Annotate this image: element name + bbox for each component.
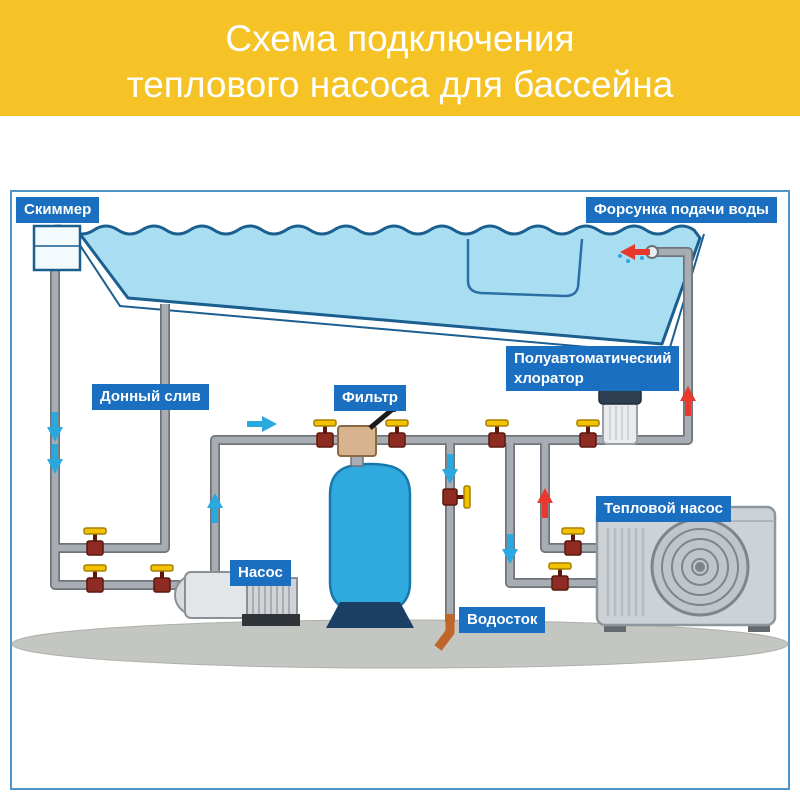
flow-arrow-cold bbox=[47, 444, 63, 474]
skimmer-box bbox=[32, 224, 82, 272]
valve-icon bbox=[442, 485, 471, 509]
pool bbox=[44, 224, 705, 356]
valve-icon bbox=[313, 419, 337, 448]
label-filter: Фильтр bbox=[334, 385, 406, 411]
filter-stand bbox=[326, 602, 414, 628]
valve-icon bbox=[83, 564, 107, 593]
title-line-1: Схема подключения bbox=[225, 18, 575, 59]
filter-tank bbox=[326, 462, 414, 628]
heat-pump-unit bbox=[595, 505, 777, 632]
chlorinator-unit bbox=[598, 382, 642, 445]
valve-icon bbox=[485, 419, 509, 448]
flow-arrow-cold bbox=[502, 534, 518, 564]
label-chlorinator-line1: Полуавтоматический bbox=[514, 350, 672, 367]
title-line-2: теплового насоса для бассейна bbox=[126, 64, 674, 105]
waste-outlet bbox=[434, 614, 455, 651]
label-chlorinator-line2: хлоратор bbox=[514, 369, 584, 387]
fan-grille bbox=[650, 517, 750, 617]
diagram-frame bbox=[10, 190, 790, 790]
label-skimmer: Скиммер bbox=[16, 197, 100, 223]
flow-arrow-hot bbox=[537, 488, 553, 518]
flow-arrow-cold bbox=[442, 454, 458, 484]
pipe-network bbox=[50, 245, 693, 651]
valve-icon bbox=[576, 419, 600, 448]
valve-icon bbox=[548, 562, 572, 591]
flow-arrow-cold bbox=[247, 416, 277, 432]
pipes-fill bbox=[51, 248, 692, 622]
flow-arrow-cold bbox=[47, 412, 63, 442]
pool-steps bbox=[466, 238, 584, 298]
pool-water bbox=[44, 224, 702, 346]
label-chlorinator: Полуавтоматический хлоратор bbox=[506, 346, 680, 391]
flow-arrow-cold bbox=[207, 493, 223, 523]
label-drain: Водосток bbox=[459, 607, 546, 633]
title-banner: Схема подключения теплового насоса для б… bbox=[0, 0, 800, 116]
label-bottom-drain: Донный слив bbox=[92, 384, 209, 410]
label-water-supply-nozzle: Форсунка подачи воды bbox=[586, 197, 777, 223]
multiport-valve bbox=[337, 404, 398, 467]
valve-icon bbox=[385, 419, 409, 448]
valve-icon bbox=[150, 564, 174, 593]
label-pump: Насос bbox=[230, 560, 291, 586]
valve-icon bbox=[83, 527, 107, 556]
flow-arrow-hot bbox=[680, 386, 696, 416]
valve-icon bbox=[561, 527, 585, 556]
label-heat-pump: Тепловой насос bbox=[596, 496, 731, 522]
